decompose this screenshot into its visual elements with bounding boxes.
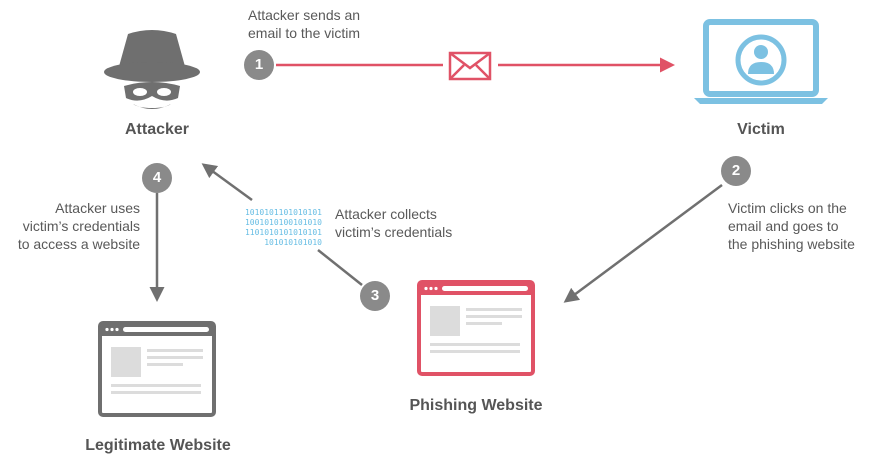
step-2-badge: 2 (721, 156, 751, 186)
binary-line-1: 1010101101010101 (244, 208, 322, 217)
step-2-line-3: the phishing website (728, 236, 855, 252)
arrow-step-3-upper (201, 163, 253, 202)
binary-line-2: 1001010100101010 (244, 218, 322, 227)
arrow-step-2 (563, 183, 723, 303)
step-4-line-1: Attacker uses (55, 200, 140, 216)
binary-line-4: 101010101010 (264, 238, 322, 247)
step-4-line-3: to access a website (17, 236, 140, 252)
step-1-text: Attacker sends an email to the victim (248, 6, 360, 42)
step-2-text: Victim clicks on the email and goes to t… (728, 199, 855, 253)
arrow-step-3-lower (317, 249, 363, 286)
step-1-line-2: email to the victim (248, 25, 361, 41)
step-4-badge: 4 (142, 163, 172, 193)
phishing-browser-icon (417, 280, 535, 376)
step-3-text: Attacker collects victim’s credentials (335, 205, 452, 241)
binary-line-3: 1101010101010101 (244, 228, 322, 237)
step-1-badge: 1 (244, 50, 274, 80)
victim-label: Victim (737, 121, 785, 138)
step-2-line-1: Victim clicks on the (728, 200, 847, 216)
step-3-line-2: victim’s credentials (335, 224, 453, 240)
legitimate-website-label: Legitimate Website (85, 437, 231, 454)
phishing-website-label: Phishing Website (409, 397, 543, 414)
legit-browser-icon (98, 321, 216, 417)
step-2-line-2: email and goes to (728, 218, 839, 234)
binary-credentials: 1010101101010101 1001010100101010 110101… (236, 208, 322, 248)
spy-hat-icon (104, 30, 200, 109)
step-1-line-1: Attacker sends an (248, 7, 361, 23)
envelope-icon (448, 51, 492, 81)
step-3-badge: 3 (360, 281, 390, 311)
step-4-text: Attacker uses victim’s credentials to ac… (0, 199, 140, 253)
step-4-line-2: victim’s credentials (22, 218, 140, 234)
attacker-label: Attacker (124, 121, 190, 138)
laptop-user-icon (694, 19, 828, 104)
step-3-line-1: Attacker collects (335, 206, 437, 222)
